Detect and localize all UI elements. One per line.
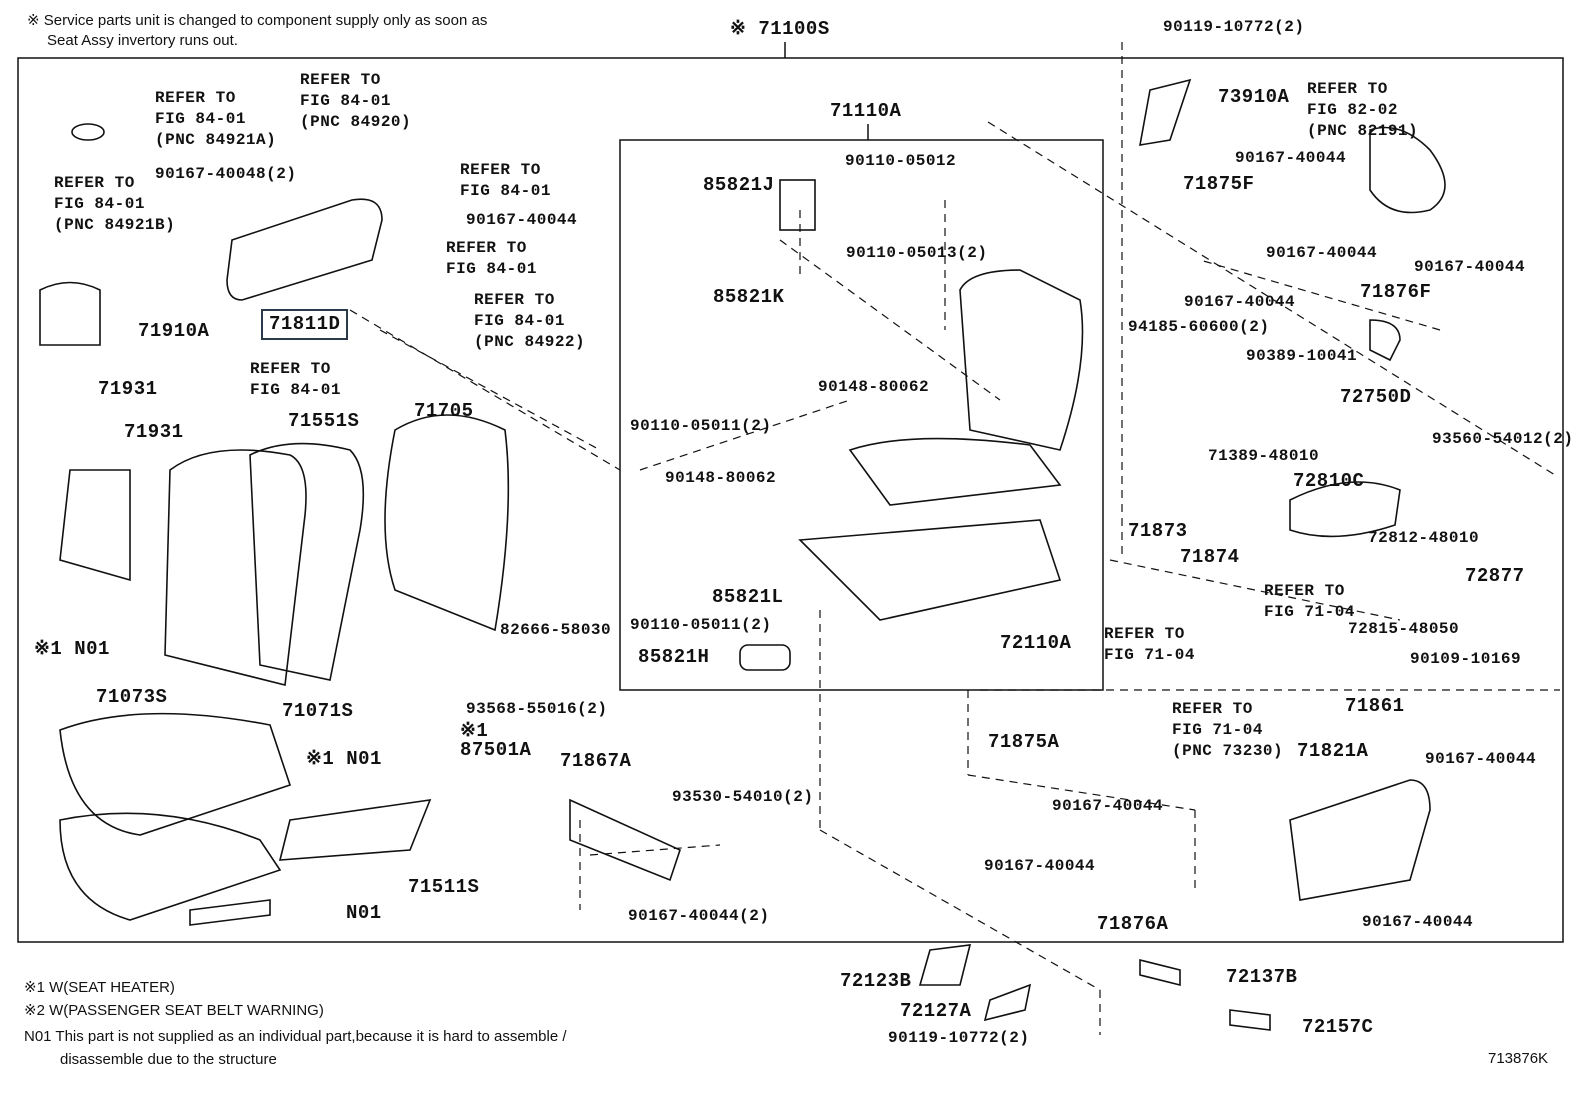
- callout[interactable]: 71931: [98, 378, 158, 400]
- callout[interactable]: 90167-40044: [1184, 293, 1296, 311]
- callout[interactable]: 71931: [124, 421, 184, 443]
- callout[interactable]: 71876F: [1360, 281, 1432, 303]
- callout[interactable]: 90167-40044(2): [628, 907, 770, 925]
- refer-to[interactable]: REFER TO FIG 84-01: [250, 360, 341, 399]
- callout[interactable]: 90167-40044: [984, 857, 1096, 875]
- callout[interactable]: 93530-54010(2): [672, 788, 814, 806]
- callout[interactable]: 73910A: [1218, 86, 1290, 108]
- callout[interactable]: 71073S: [96, 686, 168, 708]
- callout[interactable]: 90110-05011(2): [630, 417, 772, 435]
- callout[interactable]: N01: [346, 902, 382, 924]
- callout[interactable]: 72877: [1465, 565, 1525, 587]
- refer-to[interactable]: REFER TO FIG 71-04 (PNC 73230): [1172, 700, 1284, 760]
- callout[interactable]: 72812-48010: [1368, 529, 1480, 547]
- callout[interactable]: 94185-60600(2): [1128, 318, 1270, 336]
- callout[interactable]: 85821K: [713, 286, 785, 308]
- callout-71100S[interactable]: ※ 71100S: [730, 18, 830, 40]
- figure-id: 713876K: [1488, 1050, 1549, 1067]
- callout[interactable]: 85821L: [712, 586, 784, 608]
- callout[interactable]: 72127A: [900, 1000, 972, 1022]
- callout[interactable]: 90167-40044: [1235, 149, 1347, 167]
- callout[interactable]: 90148-80062: [818, 378, 930, 396]
- callout[interactable]: 71867A: [560, 750, 632, 772]
- callout[interactable]: 90167-40044: [466, 211, 578, 229]
- refer-to[interactable]: REFER TO FIG 84-01 (PNC 84922): [474, 291, 586, 351]
- callout[interactable]: 90167-40044: [1052, 797, 1164, 815]
- callout[interactable]: 71875A: [988, 731, 1060, 753]
- callout[interactable]: 93568-55016(2): [466, 700, 608, 718]
- callout[interactable]: 72123B: [840, 970, 912, 992]
- callout[interactable]: 90119-10772(2): [888, 1029, 1030, 1047]
- part-shapes: [39, 78, 1446, 1031]
- legend-seat-heater: ※1 W(SEAT HEATER): [24, 979, 175, 996]
- frame-71110A: [619, 139, 1104, 691]
- refer-to[interactable]: REFER TO FIG 71-04: [1264, 582, 1355, 621]
- callout[interactable]: 90389-10041: [1246, 347, 1358, 365]
- callout[interactable]: 90167-40044: [1362, 913, 1474, 931]
- callout[interactable]: 71389-48010: [1208, 447, 1320, 465]
- callout[interactable]: 72157C: [1302, 1016, 1374, 1038]
- refer-to[interactable]: REFER TO FIG 84-01 (PNC 84921B): [54, 174, 176, 234]
- callout[interactable]: 71861: [1345, 695, 1405, 717]
- callout[interactable]: ※1 N01: [34, 638, 110, 660]
- callout[interactable]: 90110-05012: [845, 152, 957, 170]
- refer-to[interactable]: REFER TO FIG 84-01 (PNC 84920): [300, 71, 412, 131]
- callout[interactable]: 85821J: [703, 174, 775, 196]
- callout[interactable]: 71705: [414, 400, 474, 422]
- callout[interactable]: 72110A: [1000, 632, 1072, 654]
- callout[interactable]: 90167-40044: [1414, 258, 1526, 276]
- refer-to[interactable]: REFER TO FIG 82-02 (PNC 82191): [1307, 80, 1419, 140]
- callout[interactable]: 90119-10772(2): [1163, 18, 1305, 36]
- callout[interactable]: ※1 87501A: [460, 720, 532, 761]
- callout[interactable]: 71874: [1180, 546, 1240, 568]
- callout[interactable]: 72815-48050: [1348, 620, 1460, 638]
- callout[interactable]: 71821A: [1297, 740, 1369, 762]
- callout[interactable]: 71873: [1128, 520, 1188, 542]
- callout[interactable]: 82666-58030: [500, 621, 612, 639]
- legend-n01-cont: disassemble due to the structure: [60, 1051, 277, 1068]
- assembly-frame: [17, 57, 1564, 943]
- callout[interactable]: 71551S: [288, 410, 360, 432]
- callout[interactable]: 71511S: [408, 876, 480, 898]
- refer-to[interactable]: REFER TO FIG 84-01: [446, 239, 537, 278]
- callout[interactable]: 90167-40044: [1266, 244, 1378, 262]
- callout[interactable]: 71910A: [138, 320, 210, 342]
- refer-to[interactable]: REFER TO FIG 71-04: [1104, 625, 1195, 664]
- top-note-line1: ※ Service parts unit is changed to compo…: [27, 12, 488, 29]
- callout[interactable]: 72750D: [1340, 386, 1412, 408]
- callout[interactable]: 90148-80062: [665, 469, 777, 487]
- legend-seat-belt-warning: ※2 W(PASSENGER SEAT BELT WARNING): [24, 1002, 324, 1019]
- callout[interactable]: 85821H: [638, 646, 710, 668]
- callout[interactable]: 93560-54012(2): [1432, 430, 1574, 448]
- callout[interactable]: 72137B: [1226, 966, 1298, 988]
- callout[interactable]: 71071S: [282, 700, 354, 722]
- top-note-line2: Seat Assy invertory runs out.: [47, 32, 238, 49]
- callout[interactable]: 90109-10169: [1410, 650, 1522, 668]
- refer-to[interactable]: REFER TO FIG 84-01 (PNC 84921A): [155, 89, 277, 149]
- callout[interactable]: 71876A: [1097, 913, 1169, 935]
- callout[interactable]: 72810C: [1293, 470, 1365, 492]
- refer-to[interactable]: REFER TO FIG 84-01: [460, 161, 551, 200]
- leader-lines: [349, 42, 1560, 1035]
- callout[interactable]: 90110-05013(2): [846, 244, 988, 262]
- callout[interactable]: 90167-40044: [1425, 750, 1537, 768]
- callout-71811D-highlighted[interactable]: 71811D: [261, 309, 349, 340]
- callout[interactable]: 71875F: [1183, 173, 1255, 195]
- callout[interactable]: 90110-05011(2): [630, 616, 772, 634]
- legend-n01: N01 This part is not supplied as an indi…: [24, 1028, 567, 1045]
- callout-71110A[interactable]: 71110A: [830, 100, 902, 122]
- callout[interactable]: 90167-40048(2): [155, 165, 297, 183]
- callout[interactable]: ※1 N01: [306, 748, 382, 770]
